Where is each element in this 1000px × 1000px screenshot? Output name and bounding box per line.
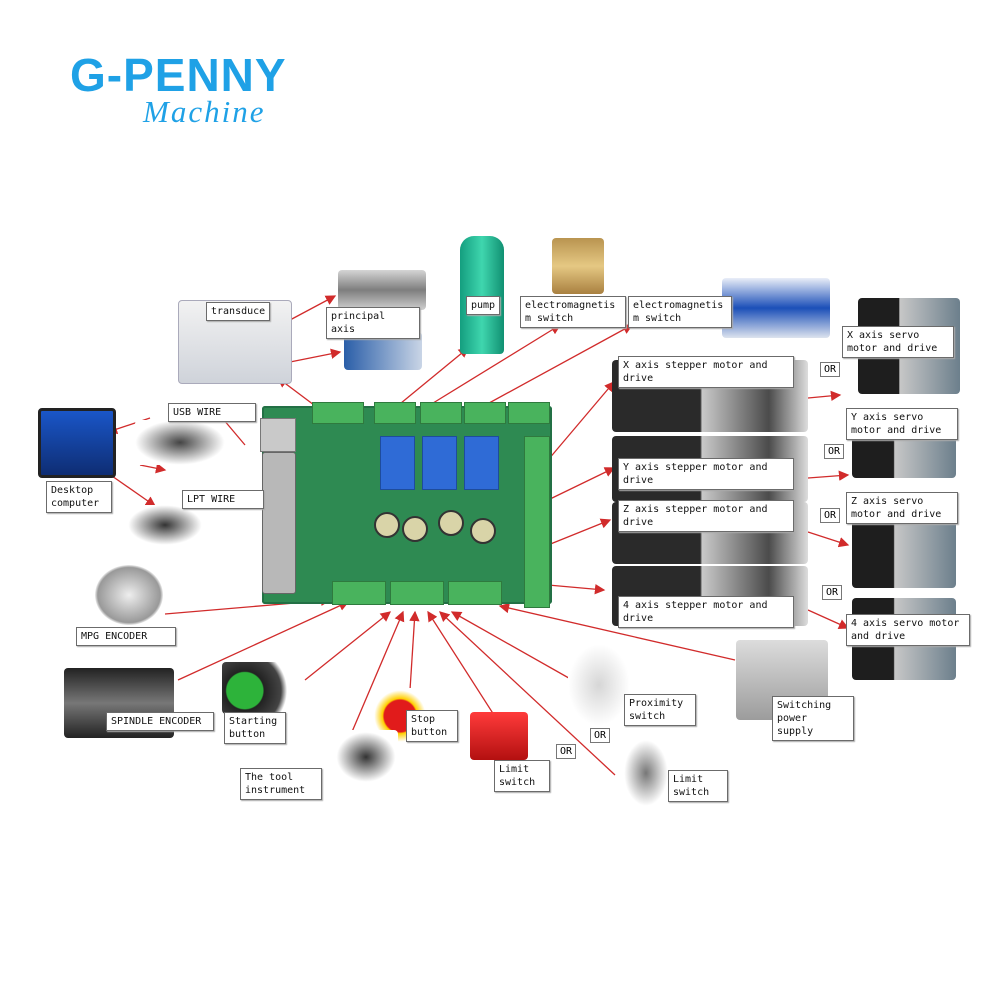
- label-power: Switching power supply: [772, 696, 854, 741]
- spindle-image: [338, 270, 426, 310]
- label-principal-axis: principal axis: [326, 307, 420, 339]
- db25-connector: [262, 452, 296, 594]
- pump-image: [460, 236, 504, 354]
- label-mpg: MPG ENCODER: [76, 627, 176, 646]
- label-desktop: Desktop computer: [46, 481, 112, 513]
- label-spindle-encoder: SPINDLE ENCODER: [106, 712, 214, 731]
- em-switch-image: [722, 278, 830, 338]
- start-button-image: [222, 662, 298, 714]
- brand-logo: G-PENNY: [70, 49, 287, 101]
- or-z: OR: [820, 508, 841, 523]
- usb-wire-image: [135, 420, 225, 465]
- usb-port: [260, 418, 296, 452]
- label-z-stepper: Z axis stepper motor and drive: [618, 500, 794, 532]
- label-x-servo: X axis servo motor and drive: [842, 326, 954, 358]
- label-x-stepper: X axis stepper motor and drive: [618, 356, 794, 388]
- breakout-board: [262, 402, 552, 608]
- label-z-servo: Z axis servo motor and drive: [846, 492, 958, 524]
- label-limit-1: Limit switch: [494, 760, 550, 792]
- label-stop: Stop button: [406, 710, 458, 742]
- label-a4-stepper: 4 axis stepper motor and drive: [618, 596, 794, 628]
- lpt-wire-image: [128, 505, 202, 545]
- label-pump: pump: [466, 296, 501, 315]
- label-em-switch-2: electromagnetis m switch: [628, 296, 732, 328]
- limit-switch-2-image: [624, 740, 668, 806]
- mpg-encoder-image: [95, 565, 163, 625]
- label-proximity: Proximity switch: [624, 694, 696, 726]
- label-em-switch-1: electromagnetis m switch: [520, 296, 626, 328]
- label-a4-servo: 4 axis servo motor and drive: [846, 614, 970, 646]
- label-y-servo: Y axis servo motor and drive: [846, 408, 958, 440]
- label-tool: The tool instrument: [240, 768, 322, 800]
- or-y: OR: [824, 444, 845, 459]
- label-starting: Starting button: [224, 712, 286, 744]
- limit-switch-image: [470, 712, 528, 760]
- tool-sensor-image: [334, 730, 398, 784]
- solenoid-valve-image: [552, 238, 604, 294]
- or-limit: OR: [556, 744, 577, 759]
- label-y-stepper: Y axis stepper motor and drive: [618, 458, 794, 490]
- label-lpt-wire: LPT WIRE: [182, 490, 264, 509]
- label-transduce: transduce: [206, 302, 271, 321]
- desktop-computer-image: [38, 408, 116, 478]
- or-x: OR: [820, 362, 841, 377]
- brand-subtitle: Machine: [143, 94, 266, 129]
- or-proximity: OR: [590, 728, 611, 743]
- or-4: OR: [822, 585, 843, 600]
- proximity-switch-image: [568, 644, 630, 726]
- label-limit-2: Limit switch: [668, 770, 728, 802]
- label-usb-wire: USB WIRE: [168, 403, 256, 422]
